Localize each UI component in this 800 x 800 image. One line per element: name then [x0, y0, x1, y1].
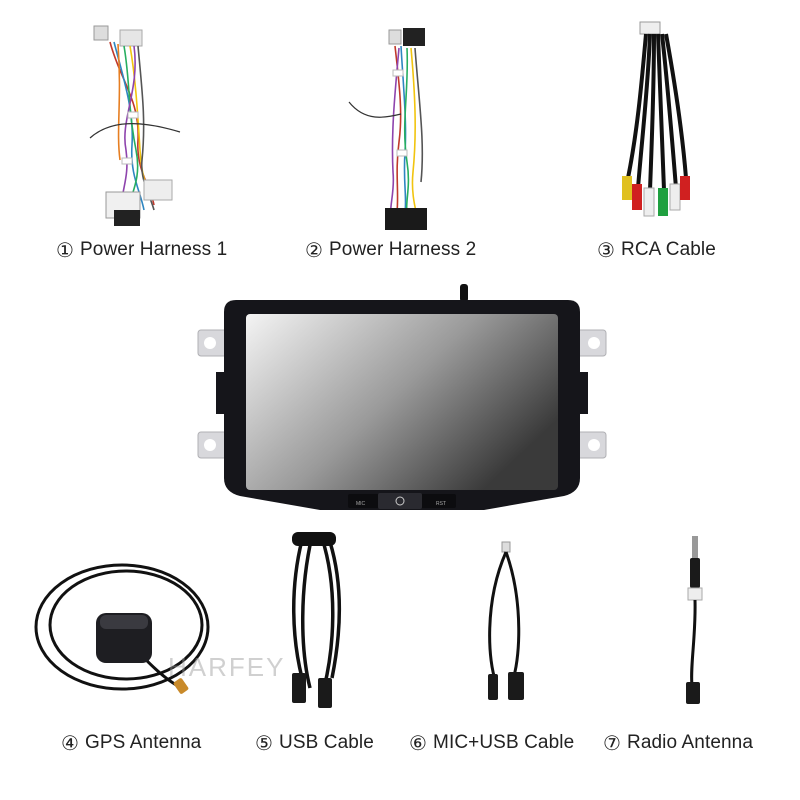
rst-button-label: RST	[436, 501, 446, 507]
item-number: ⑥	[409, 731, 428, 755]
item-number: ①	[56, 238, 75, 262]
power-harness-2-image	[348, 28, 427, 230]
caption-gps-antenna: ④ GPS Antenna	[61, 731, 201, 755]
item-label: RCA Cable	[621, 239, 716, 260]
item-number: ②	[305, 238, 324, 262]
caption-usb-cable: ⑤ USB Cable	[255, 731, 374, 755]
caption-radio-antenna: ⑦ Radio Antenna	[603, 731, 753, 755]
mic-usb-cable-image	[488, 541, 524, 700]
caption-power-harness-1: ① Power Harness 1	[56, 238, 227, 262]
rca-cable-image	[622, 21, 690, 217]
mic-button-label: MIC	[356, 501, 366, 507]
item-label: Power Harness 1	[80, 239, 228, 260]
usb-cable-image	[292, 532, 341, 708]
power-harness-1-image	[89, 25, 181, 226]
item-label: USB Cable	[279, 732, 374, 753]
head-unit-image	[197, 284, 607, 510]
caption-mic-usb-cable: ⑥ MIC+USB Cable	[409, 731, 574, 755]
item-label: Radio Antenna	[627, 732, 753, 753]
caption-rca-cable: ③ RCA Cable	[597, 238, 716, 262]
gps-antenna-image	[34, 563, 210, 694]
radio-antenna-image	[686, 536, 703, 704]
item-number: ⑦	[603, 731, 622, 755]
item-label: MIC+USB Cable	[433, 732, 575, 753]
item-number: ④	[61, 731, 80, 755]
caption-power-harness-2: ② Power Harness 2	[305, 238, 476, 262]
item-number: ⑤	[255, 731, 274, 755]
item-number: ③	[597, 238, 616, 262]
item-label: GPS Antenna	[85, 732, 202, 753]
watermark-text: HARFEY	[168, 652, 286, 682]
item-label: Power Harness 2	[329, 239, 477, 260]
